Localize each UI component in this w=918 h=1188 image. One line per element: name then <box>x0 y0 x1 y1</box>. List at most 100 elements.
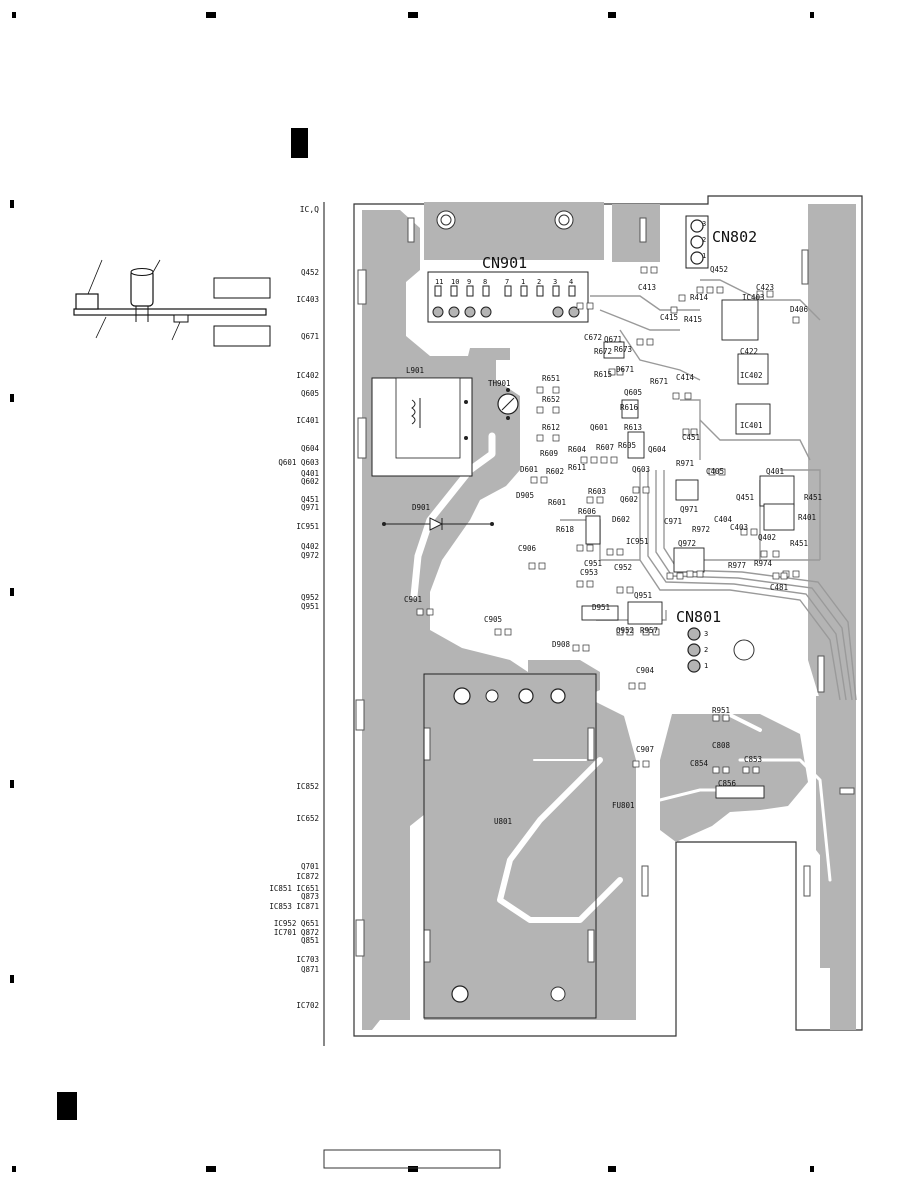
smd-pad <box>586 580 594 588</box>
smd-pad <box>576 302 584 310</box>
component-label: C853 <box>744 755 762 764</box>
cn901-pad <box>568 285 576 297</box>
cn802-pin-1: 1 <box>702 252 706 260</box>
cn901-pad <box>466 285 474 297</box>
ic-q-list-item: Q851 <box>301 936 319 945</box>
component-label: R605 <box>618 441 636 450</box>
smd-pad <box>600 456 608 464</box>
ic-q-list-item: Q951 <box>301 602 319 611</box>
component-labels: L901TH901D901C901C905C906D905D908C904C90… <box>404 265 822 826</box>
cn901-label: CN901 <box>482 254 527 272</box>
cn901-pin-number: 4 <box>569 278 573 286</box>
smd-pad <box>756 290 764 298</box>
component-label: R672 <box>594 347 612 356</box>
cn801-pin-1: 1 <box>704 662 708 670</box>
component-label: R977 <box>728 561 746 570</box>
component-label: C415 <box>660 313 678 322</box>
ic-q-list-item: IC852 <box>296 782 319 791</box>
side-view-label-box-lower <box>213 325 271 347</box>
component-label: R972 <box>692 525 710 534</box>
ic-q-list-item: Q701 <box>301 862 319 871</box>
component-label: R414 <box>690 293 709 302</box>
smd-pad <box>766 290 774 298</box>
smd-pad <box>586 302 594 310</box>
ic-q-list-item: Q451 <box>301 495 319 504</box>
u801-module <box>423 673 597 1019</box>
smd-pad <box>626 628 634 636</box>
cn901-pin-number: 10 <box>451 278 459 286</box>
component-label: R607 <box>596 443 614 452</box>
component-label: C854 <box>690 759 709 768</box>
ic-q-list-item: IC952 Q651 <box>274 919 319 928</box>
component-label: Q602 <box>620 495 638 504</box>
cn802-connector: CN802 3 2 1 <box>685 215 757 269</box>
ic-q-list-item: Q871 <box>301 965 319 974</box>
smd-pad <box>740 528 748 536</box>
smd-pad <box>772 550 780 558</box>
smd-pad <box>616 628 624 636</box>
component-label: R603 <box>588 487 606 496</box>
cn801-pin-3: 3 <box>704 630 708 638</box>
component-label: Q451 <box>736 493 754 502</box>
component-label: C971 <box>664 517 682 526</box>
cn901-pad <box>536 285 544 297</box>
smd-pad <box>642 486 650 494</box>
smd-pad <box>426 608 434 616</box>
smd-pad <box>596 496 604 504</box>
smd-pad <box>716 286 724 294</box>
component-label: R611 <box>568 463 586 472</box>
component-label: R615 <box>594 370 612 379</box>
smd-pad <box>760 550 768 558</box>
smd-pad <box>586 496 594 504</box>
smd-pad <box>670 306 678 314</box>
component-label: C413 <box>638 283 656 292</box>
component-label: Q603 <box>632 465 650 474</box>
ic-q-list-item: IC851 IC651 <box>269 884 319 893</box>
smd-pad <box>780 572 788 580</box>
component-label: R652 <box>542 395 560 404</box>
cn801-label: CN801 <box>676 608 721 626</box>
component-label: R401 <box>798 513 816 522</box>
cn901-pin-number: 7 <box>505 278 509 286</box>
side-view-illustration <box>73 259 271 347</box>
ic-q-list-item: IC853 IC871 <box>269 902 319 911</box>
smd-pad <box>642 628 650 636</box>
smd-pad <box>576 544 584 552</box>
cn901-pin-number: 8 <box>483 278 487 286</box>
component-label: R606 <box>578 507 597 516</box>
ic-q-list-item: Q602 <box>301 477 319 486</box>
cn901-pin-hole <box>448 306 460 318</box>
component-label: C405 <box>706 467 724 476</box>
component-label: Q971 <box>680 505 698 514</box>
smd-pad <box>712 766 720 774</box>
smd-pad <box>616 548 624 556</box>
page-frame <box>10 12 814 1172</box>
smd-pad <box>696 286 704 294</box>
smd-pad <box>494 628 502 636</box>
component-label: Q972 <box>678 539 696 548</box>
smd-pad <box>672 392 680 400</box>
cn801-pin-2: 2 <box>704 646 708 654</box>
smd-pad <box>572 644 580 652</box>
component-label: C403 <box>730 523 748 532</box>
ic-q-list-item: Q971 <box>301 503 319 512</box>
smd-pad <box>752 766 760 774</box>
smd-pad <box>690 428 698 436</box>
component-label: FU801 <box>612 801 635 810</box>
smd-pad <box>576 580 584 588</box>
smd-pad <box>642 760 650 768</box>
smd-pad <box>706 286 714 294</box>
component-label: R451 <box>790 539 808 548</box>
signal-traces <box>560 279 857 701</box>
component-label: Q601 <box>590 423 608 432</box>
component-label: R613 <box>624 423 642 432</box>
smd-pad <box>416 608 424 616</box>
component-label: IC401 <box>740 421 763 430</box>
smd-pad <box>540 476 548 484</box>
side-view-label-box-upper <box>213 277 271 299</box>
cn802-pin-3: 3 <box>702 220 706 228</box>
smd-pad <box>712 714 720 722</box>
smd-pad <box>666 572 674 580</box>
ic-q-list-item: Q604 <box>301 444 320 453</box>
